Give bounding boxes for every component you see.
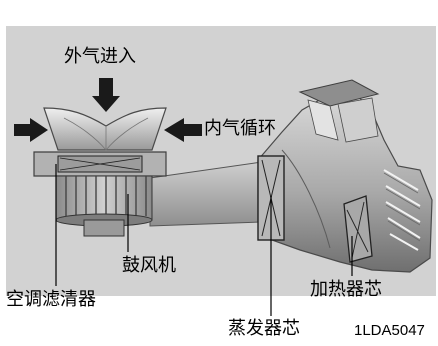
label-recirculation: 内气循环 <box>204 118 276 139</box>
outside-air-arrow <box>92 78 120 112</box>
blower-fins <box>65 176 147 216</box>
recirculation-arrow-right <box>164 118 202 142</box>
housing-contour <box>281 149 331 249</box>
ac-filter-hatch <box>59 157 141 171</box>
air-intake-horn <box>43 107 167 151</box>
housing-top-lid <box>298 79 380 107</box>
housing-top-flap <box>307 99 339 141</box>
outlet-vanes-shadow <box>383 172 421 242</box>
outlet-vanes <box>383 169 421 251</box>
label-ac-filter: 空调滤清器 <box>6 289 96 310</box>
label-blower: 鼓风机 <box>122 255 176 276</box>
blower-motor <box>83 219 125 237</box>
recirculation-arrow-left <box>14 118 48 142</box>
blower-body <box>55 175 153 221</box>
figure-code: 1LDA5047 <box>354 322 425 339</box>
label-heater-core: 加热器芯 <box>310 279 382 300</box>
label-outside-air: 外气进入 <box>64 46 136 67</box>
housing-top-flap-2 <box>337 97 379 143</box>
label-evaporator-core: 蒸发器芯 <box>228 318 300 339</box>
air-intake-horn-fold <box>63 117 149 151</box>
heater-core-hatch <box>346 201 369 259</box>
